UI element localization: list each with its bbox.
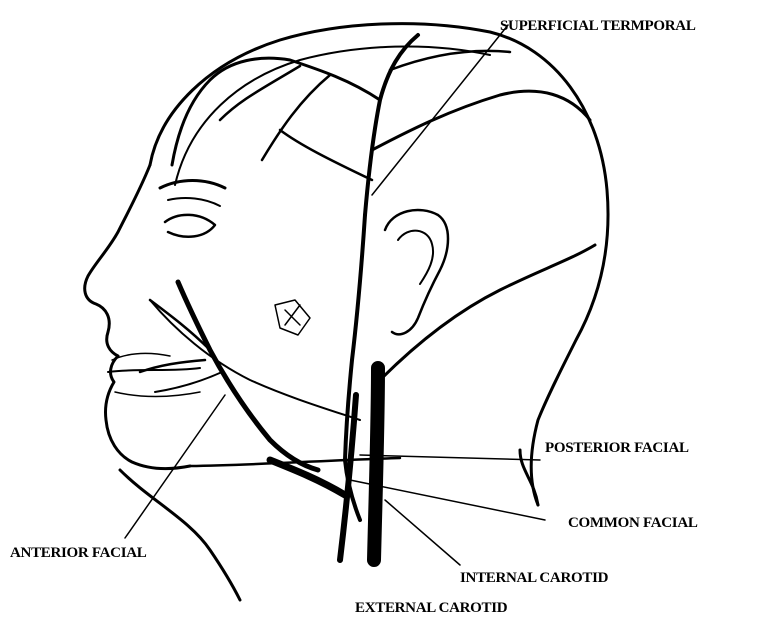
ear-outline	[385, 210, 448, 334]
internal-carotid-vessel	[374, 368, 378, 560]
jaw-line	[150, 300, 360, 420]
label-common-facial: COMMON FACIAL	[568, 515, 698, 531]
anterior-facial-branch-lip	[155, 372, 222, 392]
temporal-branch-upper	[280, 51, 510, 180]
eye-outline	[165, 215, 215, 237]
label-external-carotid: EXTERNAL CAROTID	[355, 600, 508, 616]
teeth-line	[112, 353, 200, 396]
anterior-facial-branch-nose	[140, 300, 210, 372]
face-profile	[85, 165, 190, 469]
neck-back-line	[520, 450, 538, 505]
label-posterior-facial: POSTERIOR FACIAL	[545, 440, 689, 456]
cheek-texture	[275, 300, 310, 335]
orbit-line	[168, 198, 220, 206]
ear-inner	[398, 231, 433, 284]
eyebrow	[160, 181, 225, 189]
temporal-branch-posterior	[372, 91, 590, 150]
label-internal-carotid: INTERNAL CAROTID	[460, 570, 609, 586]
neck-front-line	[120, 470, 240, 600]
leader-internal-carotid	[385, 500, 460, 565]
label-superficial-temporal: SUPERFICIAL TERMPORAL	[500, 18, 696, 34]
temporal-branch-anterior	[172, 58, 380, 165]
leader-superficial-temporal	[372, 25, 508, 195]
label-anterior-facial: ANTERIOR FACIAL	[10, 545, 147, 561]
temporal-branch-frontal	[220, 66, 330, 160]
occipital-vessel	[380, 245, 595, 380]
